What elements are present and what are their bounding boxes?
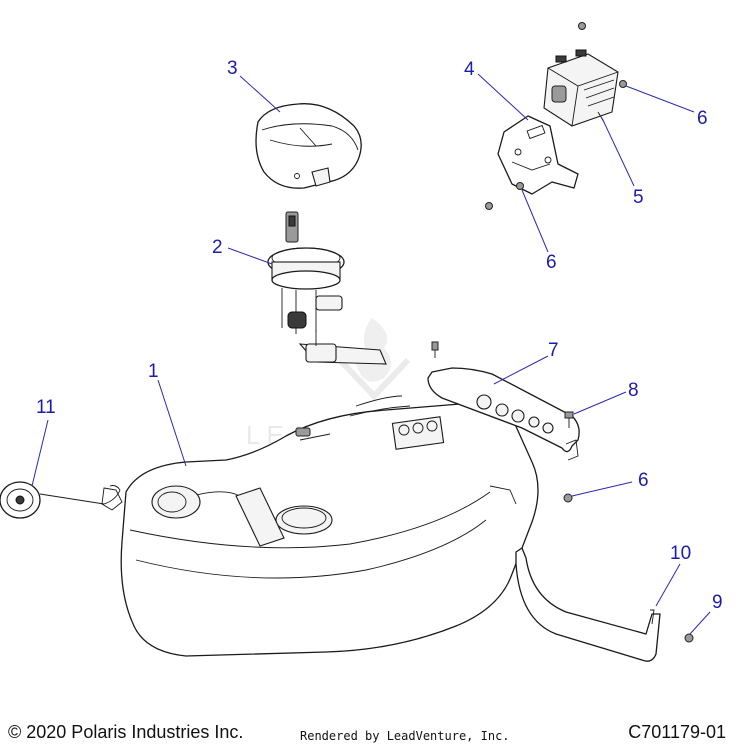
part-7-heat-shield[interactable] <box>427 367 580 461</box>
part-8-bolt[interactable] <box>564 411 574 428</box>
callout-10[interactable]: 10 <box>670 543 691 564</box>
part-6-nut-lower[interactable] <box>563 493 573 503</box>
copyright-text: © 2020 Polaris Industries Inc. <box>8 722 244 742</box>
callout-6-top[interactable]: 6 <box>697 108 708 129</box>
leader-3 <box>239 75 281 113</box>
callout-11[interactable]: 11 <box>36 397 56 418</box>
part-4-bracket[interactable] <box>497 115 579 195</box>
leader-6b <box>521 189 549 253</box>
part-10-strap[interactable] <box>515 547 661 662</box>
callouts: 1 2 3 4 5 6 6 6 7 8 9 10 11 <box>36 58 723 613</box>
part-3-pump-cover[interactable] <box>255 103 362 189</box>
leader-1 <box>157 379 187 467</box>
leader-6a <box>625 85 695 113</box>
part-5-module[interactable] <box>543 49 619 127</box>
callout-2[interactable]: 2 <box>212 237 223 258</box>
callout-1[interactable]: 1 <box>148 361 159 382</box>
part-9-screw[interactable] <box>684 633 694 643</box>
rendered-by-text: Rendered by LeadVenture, Inc. <box>300 729 510 743</box>
leader-6c <box>571 481 633 497</box>
diagram-code: C701179-01 <box>628 722 726 742</box>
callout-3[interactable]: 3 <box>227 58 238 79</box>
part-6-nut-mid[interactable] <box>485 182 524 210</box>
part-2-fuel-pump[interactable] <box>267 211 387 365</box>
leader-11 <box>31 419 49 487</box>
callout-6-lower[interactable]: 6 <box>638 470 649 491</box>
callout-7[interactable]: 7 <box>548 340 559 361</box>
leader-2 <box>227 247 273 265</box>
callout-4[interactable]: 4 <box>464 59 475 80</box>
leader-7 <box>493 355 549 385</box>
part-1-fuel-tank[interactable] <box>120 395 539 657</box>
leader-5 <box>601 117 635 187</box>
part-7-bolt[interactable] <box>431 341 439 358</box>
leader-4 <box>477 73 529 121</box>
callout-8[interactable]: 8 <box>628 380 639 401</box>
part-11-fuel-cap[interactable] <box>0 481 123 519</box>
leader-10 <box>655 563 681 607</box>
callout-5[interactable]: 5 <box>633 187 644 208</box>
leader-8 <box>573 391 627 415</box>
leader-9 <box>689 611 711 635</box>
callout-9[interactable]: 9 <box>712 592 723 613</box>
callout-6-mid[interactable]: 6 <box>546 252 557 273</box>
leader-lines <box>31 73 711 635</box>
part-6-nut-top[interactable] <box>578 22 627 88</box>
